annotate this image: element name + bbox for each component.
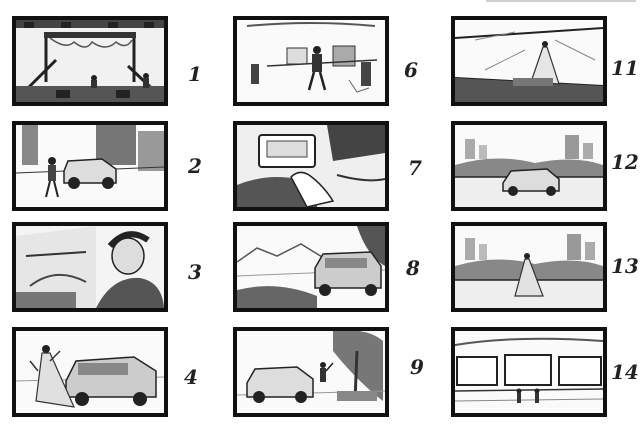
storyboard-panel-6: [233, 16, 389, 106]
man-walking-to-suv-sketch: [16, 125, 164, 207]
woman-in-glass-room-sketch: [455, 20, 603, 102]
panel-number-7: 7: [408, 156, 422, 180]
dashboard-closeup-sketch: [237, 125, 385, 207]
storyboard-panel-13: [451, 222, 607, 312]
billboard-screens-sketch: [455, 331, 603, 413]
storyboard-panel-7: [233, 121, 389, 211]
top-edge-line: [486, 0, 636, 2]
panel-number-8: 8: [406, 256, 420, 280]
suv-city-skyline-sketch: [455, 125, 603, 207]
panel-number-13: 13: [611, 254, 639, 278]
storyboard-panel-9: [233, 327, 389, 417]
storyboard-panel-4: [12, 327, 168, 417]
panel-number-12: 12: [611, 150, 639, 174]
panel-number-1: 1: [188, 62, 202, 86]
suv-mountain-road-sketch: [237, 226, 385, 308]
storyboard-panel-12: [451, 121, 607, 211]
storyboard-panel-2: [12, 121, 168, 211]
man-walking-office-sketch: [237, 20, 385, 102]
panel-number-4: 4: [184, 365, 198, 389]
panel-number-14: 14: [611, 360, 639, 384]
panel-number-11: 11: [611, 56, 639, 80]
panel-number-6: 6: [404, 58, 418, 82]
panel-number-2: 2: [188, 154, 202, 178]
storyboard-panel-8: [233, 222, 389, 312]
woman-city-skyline-sketch: [455, 226, 603, 308]
panel-number-3: 3: [188, 260, 202, 284]
driver-closeup-sketch: [16, 226, 164, 308]
woman-in-gown-by-suv-sketch: [16, 331, 164, 413]
storyboard-panel-1: [12, 16, 168, 106]
suv-park-tree-sketch: [237, 331, 385, 413]
storyboard-panel-14: [451, 327, 607, 417]
storyboard-panel-3: [12, 222, 168, 312]
stage-show-sketch: [16, 20, 164, 102]
storyboard-panel-11: [451, 16, 607, 106]
panel-number-9: 9: [410, 355, 424, 379]
